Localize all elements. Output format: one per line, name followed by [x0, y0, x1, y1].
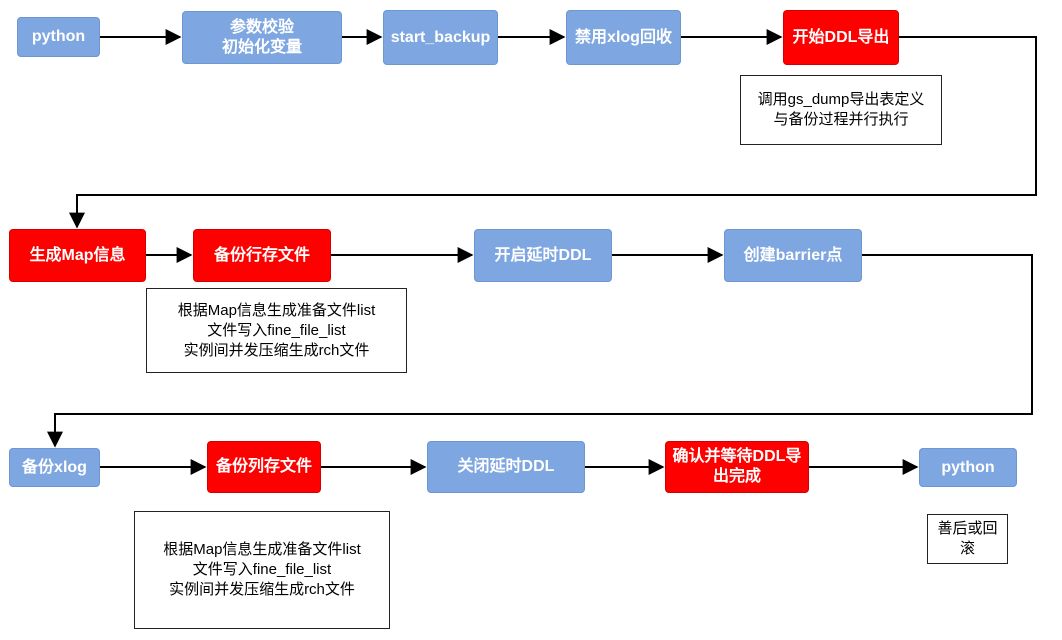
- disable-xlog-node: 禁用xlog回收: [566, 10, 681, 65]
- python-start-label: python: [31, 28, 86, 45]
- python-start-node: python: [17, 17, 100, 57]
- start-backup-label: start_backup: [390, 28, 491, 46]
- close-delay-ddl-label: 关闭延时DDL: [457, 458, 555, 475]
- disable-xlog-label: 禁用xlog回收: [575, 28, 672, 46]
- create-barrier-node: 创建barrier点: [724, 229, 862, 282]
- backup-xlog-label: 备份xlog: [22, 458, 87, 476]
- gs-dump-note-text: 调用gs_dump导出表定义 与备份过程并行执行: [757, 91, 925, 128]
- backup-col-label: 备份列存文件: [215, 458, 312, 475]
- create-barrier-label: 创建barrier点: [743, 246, 843, 264]
- col-files-note: 根据Map信息生成准备文件list 文件写入fine_file_list 实例间…: [134, 511, 390, 629]
- gs-dump-note: 调用gs_dump导出表定义 与备份过程并行执行: [740, 75, 942, 145]
- row-files-note-text: 根据Map信息生成准备文件list 文件写入fine_file_list 实例间…: [177, 301, 376, 359]
- param-check-node: 参数校验 初始化变量: [182, 11, 342, 64]
- param-check-label: 参数校验 初始化变量: [221, 18, 302, 56]
- enable-delay-ddl-node: 开启延时DDL: [474, 229, 612, 282]
- confirm-ddl-label: 确认并等待DDL导 出完成: [672, 448, 802, 485]
- backup-xlog-node: 备份xlog: [9, 448, 100, 487]
- gen-map-node: 生成Map信息: [9, 229, 146, 282]
- close-delay-ddl-node: 关闭延时DDL: [427, 441, 585, 493]
- python-end-node: python: [919, 448, 1017, 487]
- start-backup-node: start_backup: [383, 10, 498, 65]
- edge-ddl-to-genmap: [69, 36, 1037, 229]
- ddl-export-label: 开始DDL导出: [792, 28, 890, 46]
- edge-barrier-to-backupxlog: [47, 254, 1033, 448]
- backup-row-node: 备份行存文件: [193, 229, 331, 282]
- col-files-note-text: 根据Map信息生成准备文件list 文件写入fine_file_list 实例间…: [163, 541, 361, 598]
- backup-row-label: 备份行存文件: [213, 246, 310, 264]
- confirm-ddl-node: 确认并等待DDL导 出完成: [665, 441, 809, 493]
- cleanup-note: 善后或回 滚: [927, 514, 1008, 564]
- ddl-export-node: 开始DDL导出: [783, 10, 899, 65]
- row-files-note: 根据Map信息生成准备文件list 文件写入fine_file_list 实例间…: [146, 288, 407, 373]
- backup-col-node: 备份列存文件: [207, 441, 321, 493]
- cleanup-note-text: 善后或回 滚: [937, 520, 998, 557]
- python-end-label: python: [941, 458, 995, 476]
- enable-delay-ddl-label: 开启延时DDL: [494, 246, 592, 264]
- gen-map-label: 生成Map信息: [29, 246, 126, 264]
